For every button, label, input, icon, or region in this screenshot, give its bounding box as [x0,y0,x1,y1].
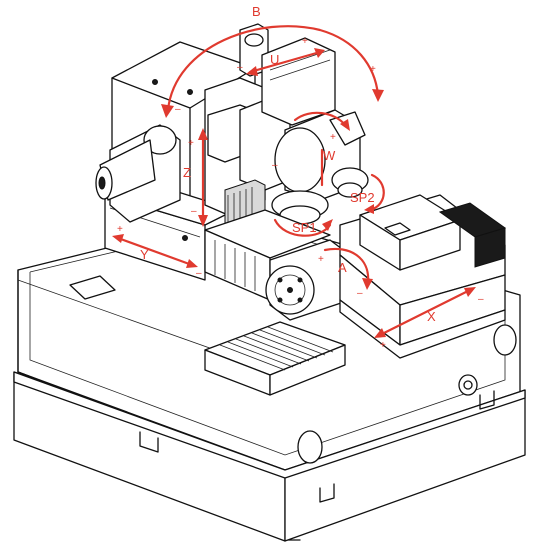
a-minus-sign: – [357,288,363,299]
z-minus-sign: – [191,206,197,217]
base-hole-right [493,324,517,356]
top-plate [69,275,116,300]
left-spindle [95,124,181,223]
axis-arrows [112,25,476,338]
label-y: Y [140,247,149,262]
y-plus-sign: + [117,224,123,235]
b-axis-arrow [166,25,380,112]
u-axis-arrow [248,50,322,74]
w-motor [274,127,326,193]
w-minus-sign: – [272,160,278,171]
label-sp2: SP2 [350,190,375,205]
axis-labels: B U Z W SP1 SP2 Y A X [140,4,436,324]
label-u: U [270,52,279,67]
u-plus-sign: + [302,36,308,47]
a-plus-sign: + [318,254,324,265]
w-axis-arrow [293,111,347,127]
front-heatsink [204,321,346,396]
label-b: B [252,4,261,19]
label-a: A [338,260,347,275]
center-heatsink [204,209,331,301]
z-plus-sign: + [188,138,194,149]
x-minus-sign: – [478,294,484,305]
label-z: Z [183,165,191,180]
label-x: X [427,309,436,324]
w-plus-sign: + [330,132,336,143]
y-axis-arrow [116,236,194,267]
a-axis-arrow [323,247,370,284]
b-plus-sign: + [370,64,376,75]
x-slide [339,194,507,359]
label-w: W [323,148,336,163]
b-minus-sign: – [175,104,181,115]
label-sp1: SP1 [292,220,317,235]
axis-signs: – + – + + – – + + – + – + – [117,36,484,351]
x-heatsink [438,202,507,268]
base-hole-left [297,430,323,464]
x-plus-sign: + [380,340,386,351]
u-minus-sign: – [237,62,243,73]
base-port [458,374,478,396]
y-minus-sign: – [196,268,202,279]
a-axis-rotary [265,239,351,321]
x-axis-arrow [378,288,472,337]
